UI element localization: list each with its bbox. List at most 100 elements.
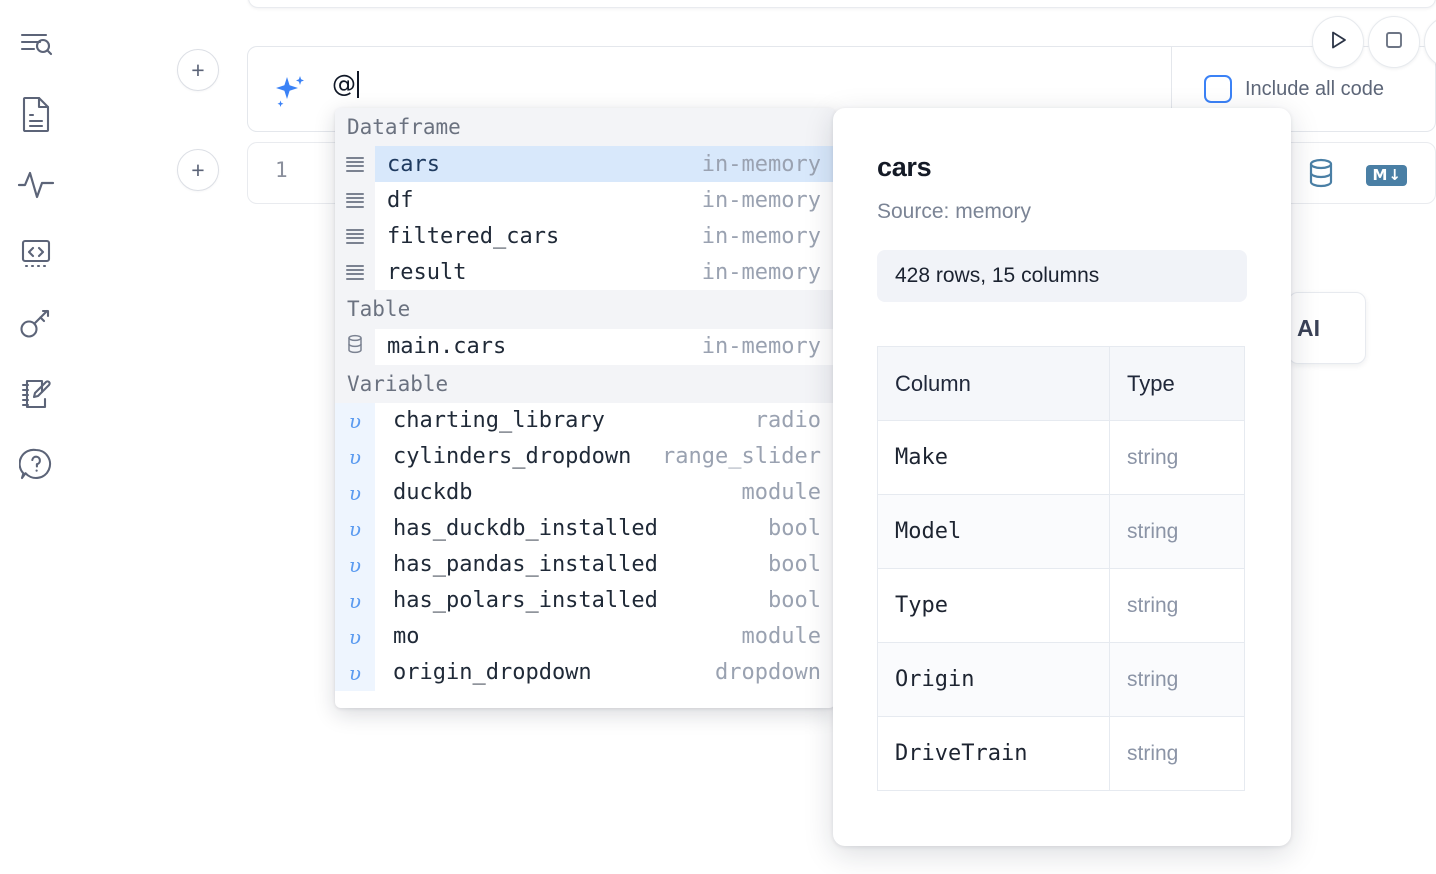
- with-ai-button[interactable]: AI: [1288, 292, 1366, 364]
- variable-icon: υ: [348, 588, 362, 613]
- autocomplete-item-body: charting_library radio: [375, 403, 835, 439]
- autocomplete-item-name: mo: [393, 624, 420, 650]
- notebook-pencil-icon: [19, 377, 53, 411]
- dataframe-lines-icon: [346, 156, 364, 172]
- autocomplete-item-icon: υ: [335, 546, 375, 583]
- doc-source: Source: memory: [877, 200, 1032, 223]
- variable-icon: υ: [348, 516, 362, 541]
- doc-title: cars: [877, 152, 932, 182]
- database-icon[interactable]: [1306, 157, 1336, 194]
- code-brackets-icon: [19, 237, 53, 271]
- add-cell-above-button[interactable]: +: [177, 49, 219, 91]
- run-button[interactable]: [1312, 16, 1364, 68]
- autocomplete-item-body: has_polars_installed bool: [375, 583, 835, 619]
- markdown-icon[interactable]: M↓: [1366, 165, 1407, 186]
- autocomplete-item-icon: υ: [335, 510, 375, 547]
- autocomplete-item-name: has_polars_installed: [393, 588, 658, 614]
- autocomplete-group-header: Dataframe: [335, 108, 835, 147]
- autocomplete-item-type: bool: [768, 588, 821, 614]
- ai-prompt-options: Include all code: [1172, 46, 1436, 132]
- autocomplete-item-type: in-memory: [701, 259, 821, 285]
- document-icon: [20, 95, 52, 133]
- doc-table-header-row: Column Type: [877, 346, 1245, 421]
- autocomplete-item-body: df in-memory: [375, 182, 835, 218]
- stop-square-icon: [1383, 29, 1405, 56]
- variable-icon: υ: [348, 552, 362, 577]
- autocomplete-item-name: main.cars: [387, 334, 507, 359]
- sidebar-item-snippets[interactable]: [12, 228, 60, 280]
- autocomplete-item-type: module: [741, 480, 821, 506]
- sidebar-item-file[interactable]: [12, 88, 60, 140]
- sidebar-item-help[interactable]: [12, 438, 60, 490]
- autocomplete-item[interactable]: υ has_polars_installed bool: [335, 582, 835, 619]
- autocomplete-item-name: has_duckdb_installed: [393, 516, 658, 542]
- autocomplete-item-icon: υ: [335, 618, 375, 655]
- autocomplete-item-type: radio: [754, 408, 821, 434]
- sidebar-item-scratchpad[interactable]: [12, 368, 60, 420]
- doc-cell-type: string: [1109, 642, 1245, 717]
- text-caret: [357, 71, 359, 98]
- add-cell-below-button[interactable]: +: [177, 149, 219, 191]
- include-all-code-checkbox[interactable]: [1204, 75, 1232, 103]
- doc-cell-type: string: [1109, 716, 1245, 791]
- autocomplete-item-type: in-memory: [701, 187, 821, 213]
- variable-icon: υ: [348, 480, 362, 505]
- include-all-code-row[interactable]: Include all code: [1204, 75, 1384, 103]
- autocomplete-item-name: cars: [387, 151, 440, 177]
- autocomplete-item-type: module: [741, 624, 821, 650]
- dataframe-lines-icon: [346, 228, 364, 244]
- stop-button[interactable]: [1368, 16, 1420, 68]
- doc-header-column: Column: [877, 346, 1110, 421]
- documentation-panel: cars Source: memory 428 rows, 15 columns…: [833, 108, 1291, 846]
- database-icon: [346, 334, 364, 359]
- help-question-icon: [19, 447, 53, 481]
- autocomplete-item-icon: [335, 182, 375, 219]
- autocomplete-item[interactable]: df in-memory: [335, 182, 835, 219]
- dataframe-lines-icon: [346, 192, 364, 208]
- autocomplete-item-name: origin_dropdown: [393, 660, 592, 686]
- with-ai-label: AI: [1297, 314, 1320, 341]
- dataframe-lines-icon: [346, 264, 364, 280]
- icon-rail: [0, 0, 72, 874]
- ai-sparkle-icon: [270, 72, 310, 117]
- sidebar-item-secrets[interactable]: [12, 298, 60, 350]
- ai-prompt-value: @: [332, 70, 356, 98]
- autocomplete-item-name: df: [387, 187, 414, 213]
- variable-icon: υ: [348, 660, 362, 685]
- autocomplete-item-icon: υ: [335, 582, 375, 619]
- autocomplete-item-icon: υ: [335, 474, 375, 511]
- ai-prompt-value-wrap: @: [332, 71, 359, 98]
- autocomplete-group-header: Variable: [335, 364, 835, 403]
- sidebar-item-explore[interactable]: [12, 18, 60, 70]
- doc-cell-column: Type: [877, 568, 1110, 643]
- doc-cell-column: Make: [877, 420, 1110, 495]
- doc-cell-type: string: [1109, 568, 1245, 643]
- markdown-badge-arrow: ↓: [1388, 166, 1401, 184]
- doc-cell-type: string: [1109, 494, 1245, 569]
- sidebar-item-activity[interactable]: [12, 158, 60, 210]
- autocomplete-item-name: charting_library: [393, 408, 605, 434]
